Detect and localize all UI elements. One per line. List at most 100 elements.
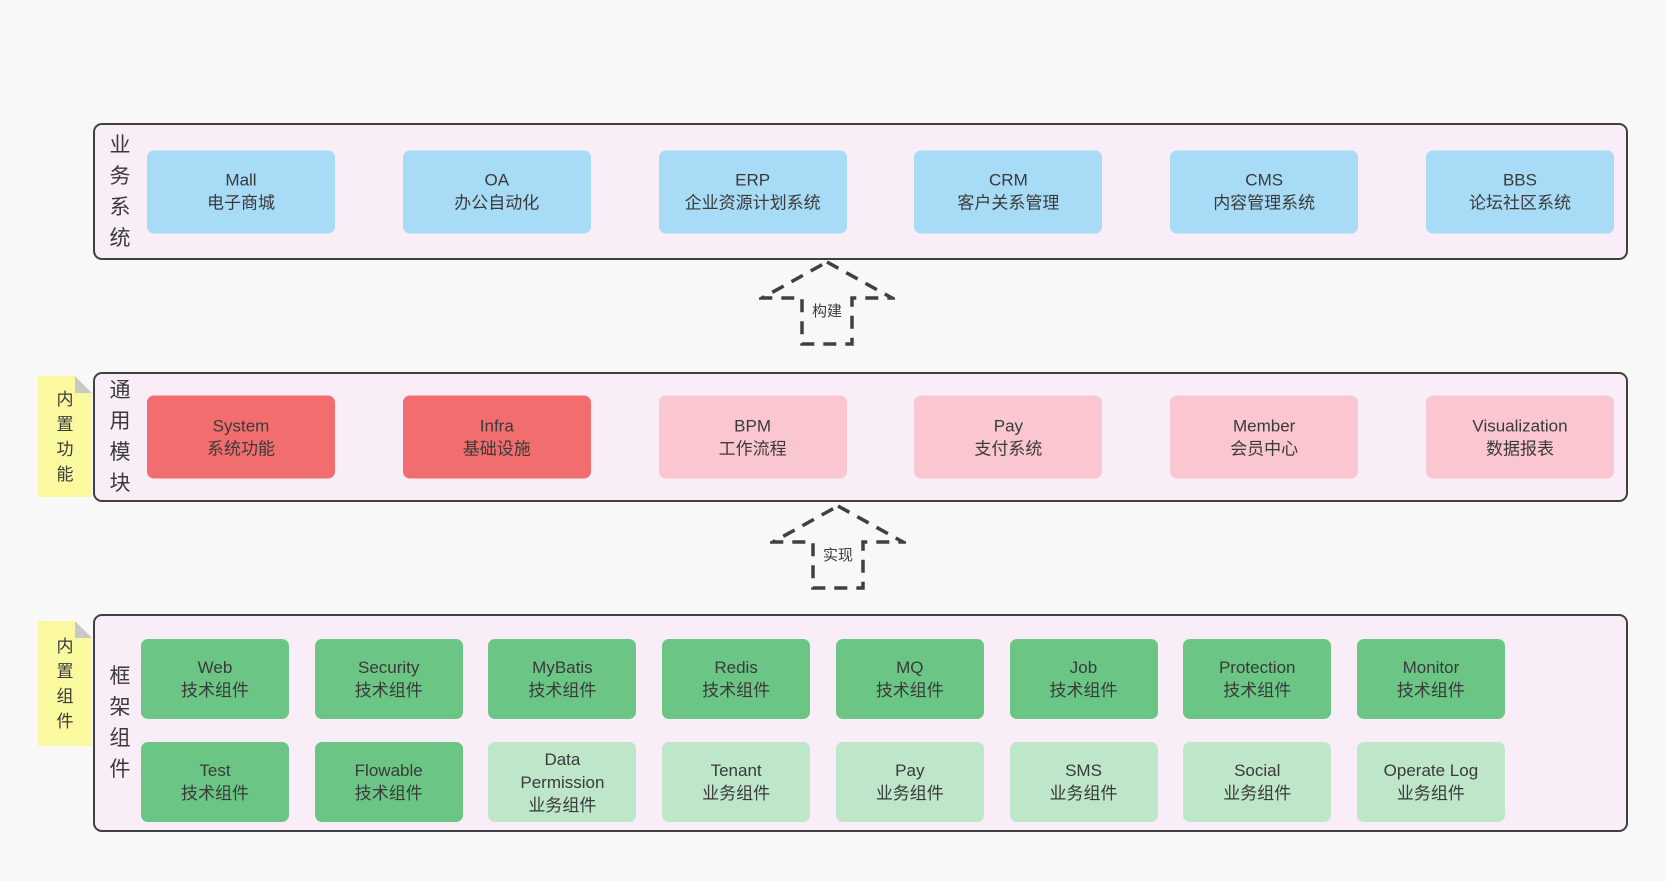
box-oa: OA 办公自动化 (402, 150, 591, 233)
box-title: Monitor (1402, 658, 1460, 677)
box-title: SMS (1065, 761, 1102, 780)
box-sms: SMS 业务组件 (1009, 742, 1158, 822)
build-arrow: 构建 (759, 259, 895, 347)
box-cms: CMS 内容管理系统 (1170, 150, 1359, 233)
box-title: BBS (1502, 170, 1537, 190)
box-subtitle: 论坛社区系统 (1468, 193, 1571, 213)
box-title: System (212, 416, 270, 435)
box-operate-log: Operate Log 业务组件 (1356, 742, 1505, 822)
box-title: Job (1069, 658, 1098, 677)
box-title: ERP (735, 170, 771, 190)
box-bpm: BPM 工作流程 (658, 395, 847, 479)
box-web: Web 技术组件 (141, 639, 289, 719)
box-title: CMS (1245, 170, 1284, 190)
box-subtitle: 工作流程 (718, 439, 787, 458)
built-in-components-note: 内置组件 (38, 621, 92, 746)
box-data-permission: Data Permission 业务组件 (488, 742, 637, 822)
box-protection: Protection 技术组件 (1183, 639, 1332, 719)
box-subtitle: 业务组件 (702, 784, 771, 803)
box-title: Data Permission (520, 749, 605, 792)
note-text: 内置功能 (56, 389, 74, 484)
box-subtitle: 技术组件 (181, 784, 249, 803)
implement-arrow: 实现 (770, 503, 906, 591)
box-title: BPM (734, 416, 772, 435)
box-subtitle: 办公自动化 (454, 193, 540, 213)
box-subtitle: 会员中心 (1230, 439, 1299, 458)
box-title: Pay (993, 416, 1024, 435)
business-section-label: 业务系统 (109, 133, 131, 250)
box-erp: ERP 企业资源计划系统 (658, 150, 847, 233)
common-modules-section: 通用模块 System 系统功能 Infra 基础设施 BPM 工作流程 Pay… (93, 372, 1628, 502)
box-subtitle: 内容管理系统 (1213, 193, 1316, 213)
box-pay-module: Pay 支付系统 (914, 395, 1103, 479)
box-infra: Infra 基础设施 (402, 395, 591, 479)
box-subtitle: 电子商城 (207, 193, 275, 213)
box-test: Test 技术组件 (141, 742, 289, 822)
box-title: CRM (989, 170, 1028, 190)
box-mall: Mall 电子商城 (147, 150, 335, 233)
box-title: Operate Log (1383, 761, 1479, 780)
box-subtitle: 业务组件 (528, 795, 597, 815)
box-title: MQ (896, 658, 924, 677)
box-mq: MQ 技术组件 (835, 639, 984, 719)
up-arrow-icon (759, 259, 895, 346)
box-security: Security 技术组件 (314, 639, 463, 719)
box-system: System 系统功能 (147, 395, 335, 479)
box-title: Social (1234, 761, 1281, 780)
box-subtitle: 技术组件 (528, 681, 597, 700)
note-text: 内置组件 (56, 636, 74, 731)
box-flowable: Flowable 技术组件 (314, 742, 463, 822)
box-crm: CRM 客户关系管理 (914, 150, 1103, 233)
note-fold-corner-icon (75, 376, 92, 393)
business-boxes-row: Mall 电子商城 OA 办公自动化 ERP 企业资源计划系统 CRM 客户关系… (147, 150, 1614, 233)
box-title: Protection (1218, 658, 1296, 677)
box-subtitle: 客户关系管理 (957, 193, 1060, 213)
box-subtitle: 技术组件 (354, 681, 423, 700)
box-social: Social 业务组件 (1183, 742, 1332, 822)
modules-section-label: 通用模块 (109, 379, 131, 495)
box-title: Pay (895, 761, 925, 780)
box-subtitle: 技术组件 (181, 681, 249, 700)
box-subtitle: 技术组件 (1049, 681, 1118, 700)
box-title: Web (197, 658, 233, 677)
box-subtitle: 技术组件 (354, 784, 423, 803)
box-bbs: BBS 论坛社区系统 (1425, 150, 1614, 233)
note-fold-corner-icon (75, 621, 92, 638)
box-title: Test (199, 761, 231, 780)
box-subtitle: 支付系统 (974, 439, 1043, 458)
box-title: Mall (225, 170, 257, 190)
box-title: MyBatis (532, 658, 593, 677)
box-monitor: Monitor 技术组件 (1356, 639, 1505, 719)
box-subtitle: 技术组件 (1223, 681, 1292, 700)
box-title: Member (1233, 416, 1296, 435)
box-member: Member 会员中心 (1170, 395, 1359, 479)
build-arrow-label: 构建 (807, 299, 847, 322)
box-subtitle: 数据报表 (1485, 439, 1554, 458)
box-title: Infra (479, 416, 514, 435)
framework-row-2: Test 技术组件 Flowable 技术组件 Data Permission … (141, 742, 1505, 822)
box-subtitle: 业务组件 (1223, 784, 1292, 803)
box-subtitle: 技术组件 (702, 681, 771, 700)
box-tenant: Tenant 业务组件 (662, 742, 811, 822)
box-subtitle: 技术组件 (875, 681, 944, 700)
box-subtitle: 技术组件 (1396, 681, 1465, 700)
business-systems-section: 业务系统 Mall 电子商城 OA 办公自动化 ERP 企业资源计划系统 CRM… (93, 123, 1628, 260)
box-title: Security (357, 658, 420, 677)
box-mybatis: MyBatis 技术组件 (488, 639, 637, 719)
box-title: Redis (714, 658, 758, 677)
box-title: Tenant (710, 761, 762, 780)
box-pay-component: Pay 业务组件 (835, 742, 984, 822)
box-subtitle: 业务组件 (1049, 784, 1118, 803)
box-subtitle: 业务组件 (1396, 784, 1465, 803)
box-subtitle: 基础设施 (462, 439, 531, 458)
up-arrow-icon (770, 503, 906, 590)
framework-components-section: 框架组件 Web 技术组件 Security 技术组件 MyBatis 技术组件… (93, 614, 1628, 832)
box-title: Visualization (1472, 416, 1568, 435)
box-subtitle: 企业资源计划系统 (684, 193, 821, 213)
box-subtitle: 系统功能 (207, 439, 275, 458)
modules-boxes-row: System 系统功能 Infra 基础设施 BPM 工作流程 Pay 支付系统… (147, 395, 1614, 479)
built-in-functions-note: 内置功能 (38, 376, 92, 497)
implement-arrow-label: 实现 (818, 543, 858, 566)
framework-row-1: Web 技术组件 Security 技术组件 MyBatis 技术组件 Redi… (141, 639, 1505, 719)
